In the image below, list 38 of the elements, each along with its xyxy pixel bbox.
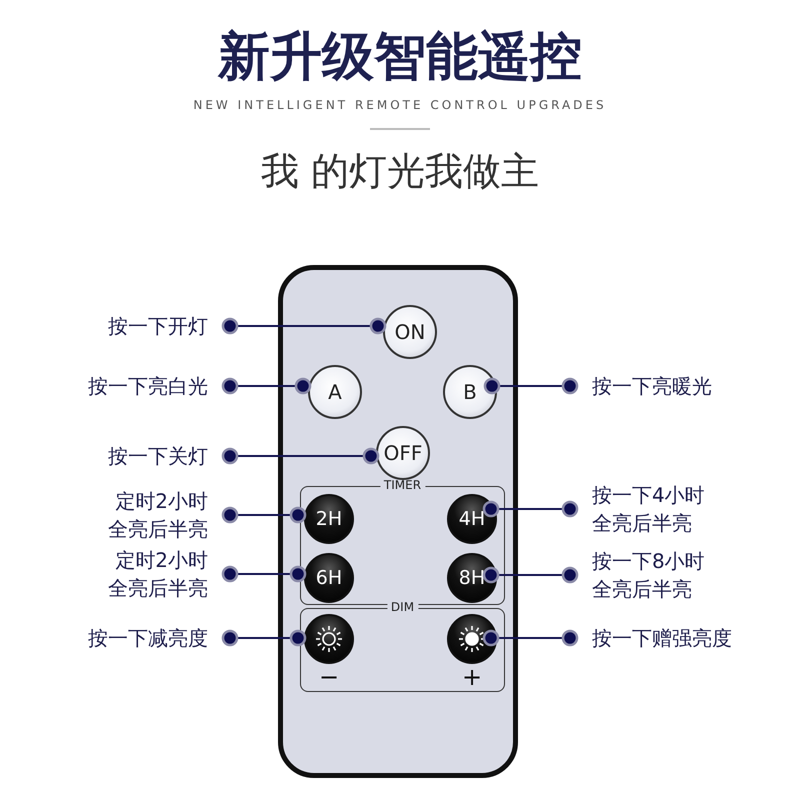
round-button: 8H: [447, 553, 497, 603]
title: 新升级智能遥控: [216, 26, 583, 89]
leader-line: [222, 378, 312, 394]
callout-text: 按一下4小时全亮后半亮: [592, 482, 706, 537]
leader-line: [484, 378, 578, 394]
callout-text: 按一下亮白光: [88, 373, 208, 400]
callout-text: 定时2小时全亮后半亮: [107, 488, 208, 543]
tagline: 我 的灯光我做主: [260, 148, 540, 195]
group-title: DIM: [386, 600, 418, 614]
leader-line: [222, 318, 386, 334]
round-button: B: [443, 365, 497, 419]
callout-text: 按一下亮暖光: [592, 373, 712, 400]
sign-text: +: [460, 666, 484, 688]
round-button: 2H: [304, 494, 354, 544]
leader-line: [222, 506, 306, 524]
round-button: OFF: [376, 426, 430, 480]
sign-text: −: [318, 666, 340, 688]
leader-line: [482, 566, 578, 584]
leader-line: [222, 448, 380, 464]
callout-text: 按一下赠强亮度: [592, 625, 732, 652]
group-title: TIMER: [380, 478, 426, 492]
callout-text: 按一下开灯: [108, 313, 208, 340]
round-button: 4H: [447, 494, 497, 544]
leader-line: [482, 500, 578, 518]
subtitle: NEW INTELLIGENT REMOTE CONTROL UPGRADES: [192, 98, 608, 112]
leader-line: [222, 630, 306, 646]
callout-text: 按一下减亮度: [88, 625, 208, 652]
callout-text: 定时2小时全亮后半亮: [107, 547, 208, 602]
callout-text: 按一下8小时全亮后半亮: [592, 548, 706, 603]
round-button: A: [308, 365, 362, 419]
brightness-button: [304, 614, 354, 664]
remote-control-body: [278, 265, 518, 778]
round-button: ON: [383, 305, 437, 359]
round-button: 6H: [304, 553, 354, 603]
brightness-button: [447, 614, 497, 664]
callout-text: 按一下关灯: [108, 443, 208, 470]
leader-line: [222, 566, 306, 582]
leader-line: [482, 630, 578, 646]
